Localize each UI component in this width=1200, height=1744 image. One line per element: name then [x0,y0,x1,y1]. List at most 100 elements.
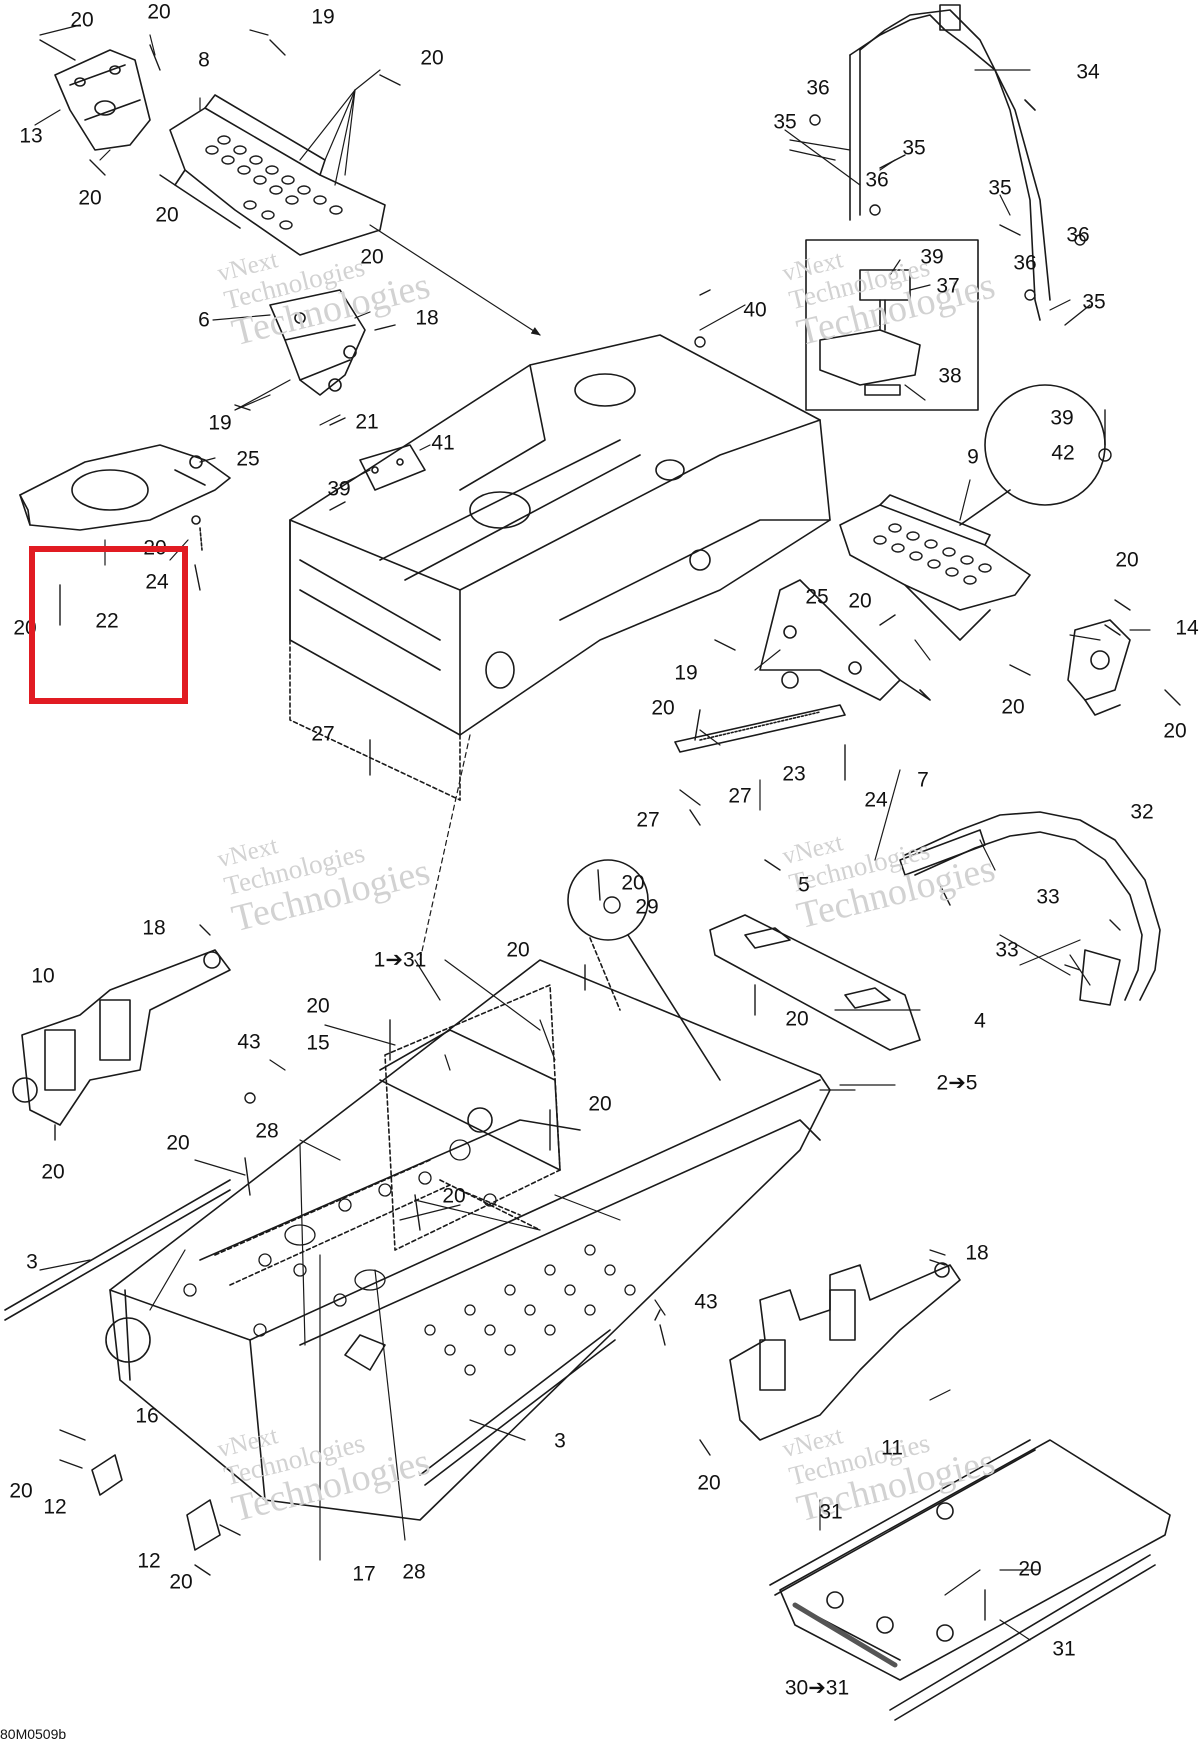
callout-20: 20 [70,8,94,32]
callout-23: 23 [782,762,806,786]
running-board-23-drawing [674,704,846,753]
callout-36: 36 [865,168,889,192]
callout-20: 20 [78,186,102,210]
callout-20: 20 [848,589,872,613]
callout-36: 36 [1066,223,1090,247]
callout-37: 37 [936,274,960,298]
bracket-14-drawing [1067,619,1131,716]
callout-25: 25 [236,447,260,471]
hardware-25-24-drawing [189,455,203,551]
callout-20: 20 [1163,719,1187,743]
callout-29: 29 [635,895,659,919]
footrest-8-drawing [169,94,386,256]
callout-4: 4 [974,1009,986,1033]
callout-20: 20 [1018,1557,1042,1581]
callout-27: 27 [728,784,752,808]
callout-22: 22 [95,609,119,633]
drawing-code: 80M0509b [0,1726,67,1742]
callout-27: 27 [311,722,335,746]
callout-3: 3 [26,1250,38,1274]
callout-20: 20 [155,203,179,227]
callout-20: 20 [306,994,330,1018]
callout-31: 31 [819,1500,843,1524]
callout-20: 20 [506,938,530,962]
callout-9: 9 [967,445,979,469]
callout-8: 8 [198,48,210,72]
callout-20: 20 [166,1131,190,1155]
callout-41: 41 [431,431,455,455]
bracket-6-drawing [269,289,366,396]
callout-38: 38 [938,364,962,388]
callout-33: 33 [1036,885,1060,909]
plates-12-drawing [91,1454,221,1551]
chassis-drawing [289,334,831,801]
tunnel-drawing [105,959,831,1521]
callout-30-31: 30➔31 [784,1676,850,1700]
callout-13: 13 [19,124,43,148]
detail-circle-29-drawing [567,859,721,1081]
callout-24: 24 [864,788,888,812]
callout-36: 36 [1013,251,1037,275]
callout-19: 19 [674,661,698,685]
bracket-11-drawing [729,1262,961,1441]
plate-4-drawing [709,914,921,1051]
callout-25: 25 [805,585,829,609]
callout-19: 19 [208,411,232,435]
callout-31: 31 [1052,1637,1076,1661]
callout-20: 20 [621,871,645,895]
bracket-10-drawing [12,949,231,1126]
callout-7: 7 [917,768,929,792]
callout-20: 20 [697,1471,721,1495]
callout-20: 20 [360,245,384,269]
callout-18: 18 [142,916,166,940]
bracket-13-drawing [54,49,151,151]
callout-6: 6 [198,308,210,332]
highlight-box [29,546,188,704]
slide-rods-31-drawing [769,1439,1156,1721]
callout-20: 20 [588,1092,612,1116]
callout-35: 35 [902,136,926,160]
leader-lines [34,24,1151,1641]
callout-14: 14 [1175,616,1199,640]
callout-20: 20 [147,0,171,24]
callout-27: 27 [636,808,660,832]
callout-20: 20 [9,1479,33,1503]
callout-11: 11 [881,1436,903,1460]
callout-35: 35 [1082,290,1106,314]
callout-20: 20 [1001,695,1025,719]
callout-20: 20 [651,696,675,720]
callout-3: 3 [554,1429,566,1453]
callout-39: 39 [327,477,351,501]
detail-circle-leader [959,489,1011,526]
callout-28: 28 [402,1560,426,1584]
callout-21: 21 [355,410,379,434]
grab-loop-34-drawing [849,4,1051,321]
callout-33: 33 [995,938,1019,962]
callout-20: 20 [169,1570,193,1594]
callout-12: 12 [137,1549,161,1573]
rods-3-drawing [4,1179,616,1486]
footrest-9-drawing [839,494,1031,641]
bracket-41-drawing [359,444,426,491]
callout-36: 36 [806,76,830,100]
callout-2-5: 2➔5 [936,1071,978,1095]
slide-plate-30-drawing [779,1439,1171,1681]
callout-32: 32 [1130,800,1154,824]
callout-20: 20 [442,1184,466,1208]
callout-10: 10 [31,964,55,988]
callout-40: 40 [743,298,767,322]
callout-24: 24 [145,570,169,594]
callout-20: 20 [420,46,444,70]
callout-12: 12 [43,1495,67,1519]
callout-20: 20 [1115,548,1139,572]
callout-1-31: 1➔31 [373,948,427,972]
bumper-32-drawing [899,811,1161,1006]
callout-34: 34 [1076,60,1100,84]
callout-39: 39 [1050,406,1074,430]
cover-22-drawing [19,444,231,531]
fasteners [39,39,1181,1621]
callout-39: 39 [920,245,944,269]
callout-18: 18 [965,1241,989,1265]
